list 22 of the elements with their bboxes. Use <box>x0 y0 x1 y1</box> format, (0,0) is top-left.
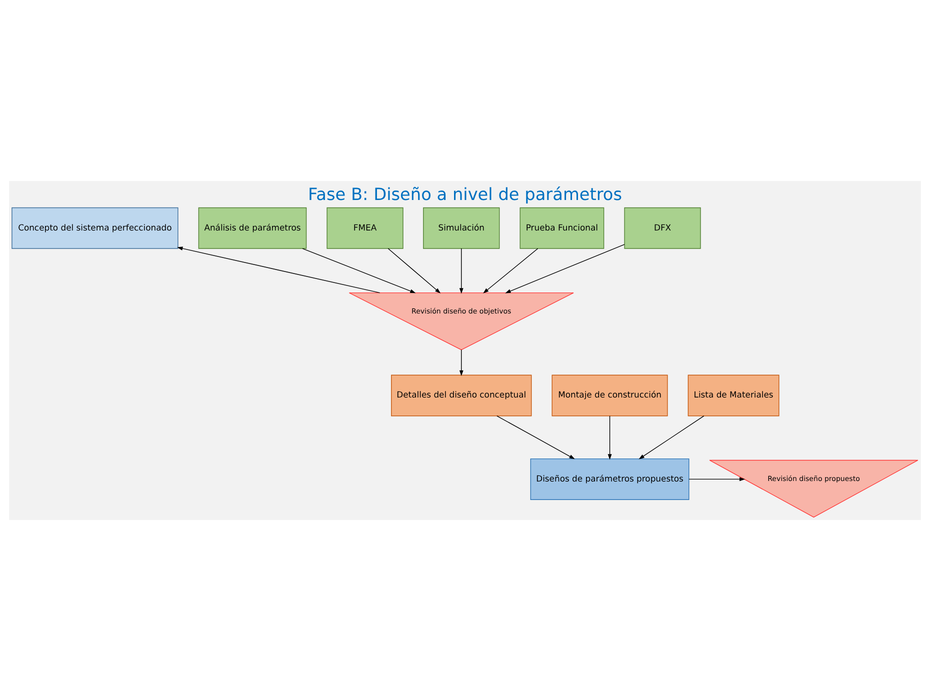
arrow <box>302 248 416 293</box>
node-box: Concepto del sistema perfeccionado <box>12 206 178 248</box>
node-box: Diseños de parámetros propuestos <box>530 458 690 500</box>
node-box: Detalles del diseño conceptual <box>391 374 532 416</box>
arrow <box>483 248 538 293</box>
arrow <box>638 415 704 459</box>
arrow <box>459 248 464 294</box>
arrow <box>459 348 464 376</box>
node-box: Simulación <box>423 206 500 248</box>
node-box: Análisis de parámetros <box>198 206 307 248</box>
node-box: FMEA <box>326 206 404 248</box>
arrow <box>388 248 441 293</box>
arrow <box>608 415 612 460</box>
arrow <box>505 244 625 293</box>
arrow <box>177 246 380 293</box>
arrow <box>688 476 746 481</box>
node-box: Montaje de construcción <box>552 374 668 416</box>
diagram-title: Fase B: Diseño a nivel de parámetros <box>308 184 622 204</box>
node-box: Lista de Materiales <box>688 374 780 416</box>
node-box: DFX <box>624 206 701 248</box>
node-box: Prueba Funcional <box>520 206 604 248</box>
arrow <box>496 415 575 459</box>
